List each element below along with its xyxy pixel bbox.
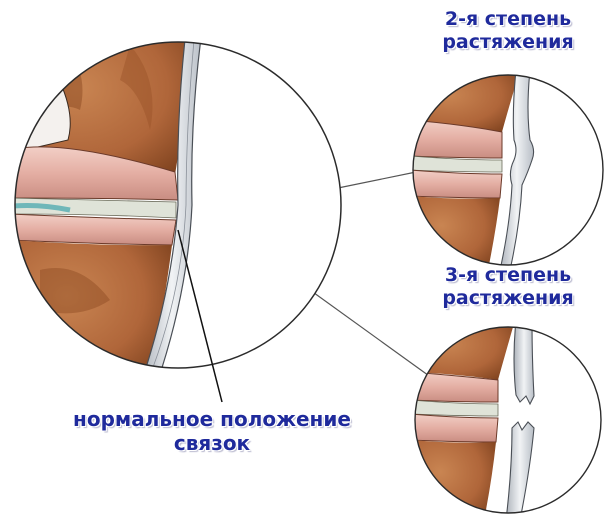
grade3-tibia-bone	[410, 440, 496, 519]
grade2-label-line1: 2-я степень	[428, 8, 588, 31]
grade2-sprain-label: 2-я степень растяжения	[428, 8, 588, 54]
normal-label-line1: нормальное положение	[62, 407, 362, 431]
femur-white-cap	[20, 82, 70, 150]
grade3-label-line1: 3-я степень	[428, 264, 588, 287]
grade3-femur-bone	[410, 320, 515, 380]
normal-knee-magnified-view	[0, 30, 360, 390]
connector-line-grade3	[310, 290, 432, 378]
tibia-bone	[10, 240, 172, 380]
grade2-knee-magnified-view	[410, 70, 604, 270]
grade3-torn-ligament-upper	[514, 320, 534, 404]
grade2-label-line2: растяжения	[428, 31, 588, 54]
grade3-sprain-label: 3-я степень растяжения	[428, 264, 588, 310]
normal-ligament-label: нормальное положение связок	[62, 407, 362, 455]
connector-line-grade2	[338, 172, 416, 188]
grade2-tibia-bone	[410, 196, 500, 270]
grade2-lower-cartilage	[410, 170, 502, 198]
normal-label-line2: связок	[62, 431, 362, 455]
grade3-knee-magnified-view	[410, 320, 604, 519]
grade3-lower-cartilage	[410, 414, 498, 442]
grade3-label-line2: растяжения	[428, 287, 588, 310]
